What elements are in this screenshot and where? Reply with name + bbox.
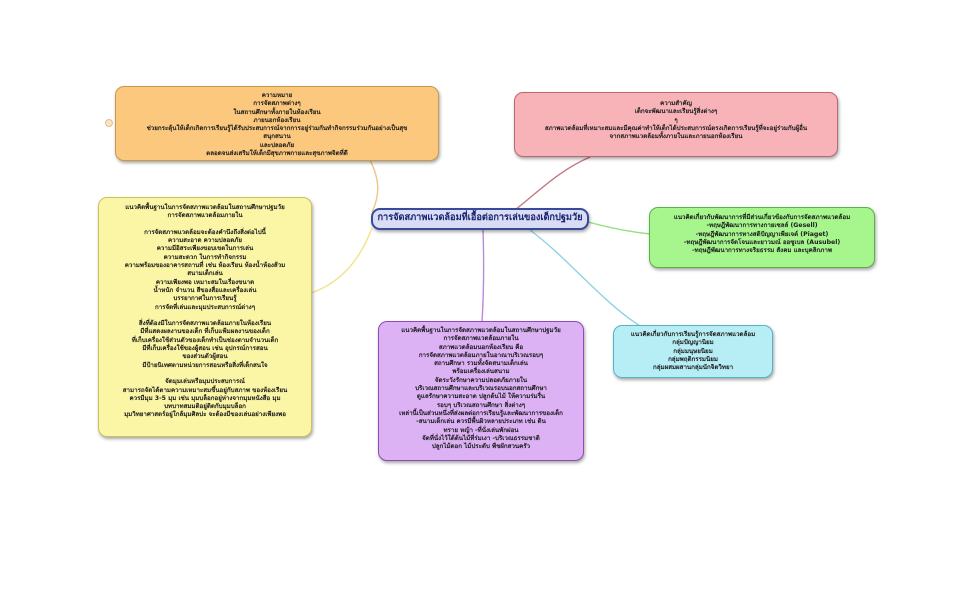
topic-outdoor-environment[interactable]: แนวคิดพื้นฐานในการจัดสภาพแวดล้อมในสถานศึ… (378, 321, 584, 461)
node-text-line: สถานศึกษา รวมทั้งจัดสนามเด็กเล่น (434, 360, 528, 368)
topic-indoor-environment[interactable]: แนวคิดพื้นฐานในการจัดสภาพแวดล้อมในสถานศึ… (98, 197, 312, 437)
node-text-line: สนุกสนาน (263, 133, 291, 141)
node-text-line: รอบๆ บริเวณสถานศึกษา สิ่งต่างๆ (436, 401, 526, 409)
node-text-line: แนวคิดเกี่ยวกับการเรียนรู้การจัดสภาพแวดล… (630, 331, 756, 338)
node-text-line: พร้อมเครื่องเล่นสนาม (452, 368, 510, 376)
node-text-line: ทราย หญ้า -ที่นั่งเล่นพักผ่อน (443, 426, 519, 434)
topic-learning-theories[interactable]: แนวคิดเกี่ยวกับการเรียนรู้การจัดสภาพแวดล… (613, 325, 773, 378)
connector-right-top (587, 221, 652, 235)
topic-definition[interactable]: ความหมายการจัดสภาพต่างๆในสถานศึกษาทั้งภา… (115, 86, 439, 161)
node-text-line: จัดระวังรักษาความปลอดภัยภายใน (434, 376, 528, 384)
node-text-line: ความมีอิสระเพียงขอบเขตในการเล่น (156, 245, 254, 253)
node-text-line: -ทฤษฎีพัฒนาการทางจริยธรรม สังคม และบุคลิ… (692, 247, 832, 255)
node-text-line: ความพร้อมของอาคารสถานที่ เช่น ห้องเรียน … (124, 262, 286, 270)
node-text-line: มีที่เก็บเครื่องใช้ของผู้สอน เช่น อุปกรณ… (142, 345, 268, 353)
node-text-line: จากสภาพแวดล้อมทั้งภายในและภายนอกห้องเรีย… (609, 133, 743, 141)
node-text-line: กลุ่มพฤติกรรมนิยม (668, 355, 718, 363)
node-text-line: บทบาทสมมติอยู่ติดกับมุมบล็อก (164, 403, 246, 411)
node-text-line: แนวคิดเกี่ยวกับพัฒนาการที่มีส่วนเกี่ยวข้… (673, 214, 851, 221)
node-text-line: การจัดสภาพแวดล้อมภายในอาณาบริเวณรอบๆ (418, 351, 544, 359)
node-text-line: การจัดสภาพแวดล้อมภายใน (443, 335, 519, 343)
connector-right-bottom (529, 229, 641, 327)
node-text-line: กลุ่มมนุษยนิยม (673, 347, 713, 355)
central-topic[interactable]: การจัดสภาพแวดล้อมที่เอื้อต่อการเล่นของเด… (371, 208, 589, 230)
connector-bottom (481, 229, 485, 323)
connector-top-left (369, 159, 379, 213)
node-text-line: ความสะอาด ความปลอดภัย (168, 237, 242, 245)
node-text-line: จัดมุมเล่นหรือมุมประสบการณ์ (165, 378, 245, 386)
node-text-line: ในสถานศึกษาทั้งภายในห้องเรียน (233, 108, 321, 116)
node-text-line: มีป้ายนิเทศตามหน่วยการสอนหรือสิ่งที่เด็ก… (142, 361, 268, 369)
node-text-line: การจัดสภาพต่างๆ (253, 100, 301, 108)
node-text-line: สภาพแวดล้อมนอกห้องเรียน คือ (438, 343, 524, 351)
node-text-line: มีที่แสดงผลงานของเด็ก ที่เก็บแฟ้มผลงานขอ… (140, 328, 270, 336)
node-text-line: ปลูกไม้ดอก ไม้ประดับ พืชผักสวนครัว (431, 443, 531, 451)
node-text-line: -ทฤษฎีพัฒนาการทางสติปัญญาเพียเจต์ (Piage… (695, 230, 829, 238)
node-text-line: จัดที่นั่งไว้ใต้ต้นไม้ที่ร่มเงา -บริเวณธ… (422, 434, 540, 442)
node-text-line: ความสะดวก ในการทำกิจกรรม (163, 253, 247, 261)
node-text-line: ช่วยกระตุ้นให้เด็กเกิดการเรียนรู้ได้รับป… (146, 125, 408, 133)
node-text-line: มุมวิทยาศาสตร์อยู่ใกล้มุมศิลปะ จะต้องมีข… (124, 411, 286, 419)
node-text-line: -ทฤษฎีพัฒนาการทางกายเซลล์ (Gesell) (706, 222, 818, 230)
topic-development-theories[interactable]: แนวคิดเกี่ยวกับพัฒนาการที่มีส่วนเกี่ยวข้… (649, 207, 875, 268)
node-text-line: การจัดที่เล่นและมุมประสบการณ์ต่างๆ (154, 303, 256, 311)
node-text-line: ดูแลรักษาความสะอาด ปลูกต้นไม้ ให้ความร่ม… (416, 393, 546, 401)
node-text-line: สนามเด็กเล่น (187, 270, 223, 278)
node-text-line: บริเวณสถานศึกษาและบริเวณรอบนอกสถานศึกษา (415, 385, 547, 393)
node-text-line: บรรยากาศในการเรียนรู้ (173, 295, 237, 303)
node-text-line: สามารถจัดได้ตามความเหมาะสมขึ้นอยู่กับสภา… (122, 386, 288, 394)
node-text-line: -ทฤษฎีพัฒนาการจัดโจนและยาวมณ์ ออซูเบล (A… (683, 238, 841, 246)
node-text-line: -สนามเด็กเล่น ควรมีพื้นผิวหลายประเภท เช่… (416, 418, 546, 426)
node-text-line: ความเพียงพอ เหมาะสมในเรื่องขนาด (155, 278, 255, 286)
node-text-line (103, 312, 307, 320)
node-text-line: แนวคิดพื้นฐานในการจัดสภาพแวดล้อมในสถานศึ… (125, 204, 285, 211)
node-text-line: สภาพแวดล้อมที่เหมาะสมและมีคุณค่าทำให้เด็… (544, 124, 808, 132)
node-text-line: ความสำคัญ (660, 100, 692, 107)
collapse-handle[interactable] (105, 119, 113, 127)
node-text-line: การจัดสภาพแวดล้อมภายใน (167, 212, 243, 220)
node-text-line: ตลอดจนส่งเสริมให้เด็กมีสุขภาพกายและสุขภา… (206, 150, 348, 158)
connector-top-right (514, 156, 591, 211)
connector-left (304, 227, 373, 296)
node-text-line: สิ่งที่ต้องมีในการจัดสภาพแวดล้อมภายในห้อ… (138, 320, 272, 328)
node-text-line (103, 221, 307, 229)
node-text-line: การจัดสภาพแวดล้อมจะต้องคำนึงถึงสิ่งต่อไป… (144, 228, 266, 236)
node-text-line: เด็กจะพัฒนาและเรียนรู้สิ่งต่างๆ (634, 108, 718, 116)
topic-importance[interactable]: ความสำคัญเด็กจะพัฒนาและเรียนรู้สิ่งต่างๆ… (514, 92, 838, 157)
node-text-line: น้ำหนัก จำนวน สีของสื่อและเครื่องเล่น (153, 286, 257, 294)
node-text-line: ๆ (674, 116, 678, 124)
node-text-line: ความหมาย (261, 92, 293, 99)
central-topic-label: การจัดสภาพแวดล้อมที่เอื้อต่อการเล่นของเด… (377, 212, 583, 223)
node-text-line: ของส่วนตัวผู้สอน (182, 353, 228, 361)
node-text-line: ภายนอกห้องเรียน (253, 116, 301, 124)
node-text-line: และปลอดภัย (259, 141, 295, 149)
node-text-line: ควรมีมุม 3-5 มุม เช่น มุมบล็อกอยู่ห่างจา… (129, 394, 281, 402)
node-text-line (103, 370, 307, 378)
node-text-line: กลุ่มปัญญานิยม (672, 339, 714, 347)
node-text-line: เหล่านี้เป็นส่วนหนึ่งที่ส่งผลต่อการเรียน… (399, 409, 563, 417)
node-text-line: ที่เก็บเครื่องใช้ส่วนตัวของเด็กทำเป็นช่อ… (131, 336, 279, 344)
node-text-line: กลุ่มผสมผสานกลุ่มนักจิตวิทยา (652, 364, 734, 372)
node-text-line: แนวคิดพื้นฐานในการจัดสภาพแวดล้อมในสถานศึ… (401, 327, 561, 334)
